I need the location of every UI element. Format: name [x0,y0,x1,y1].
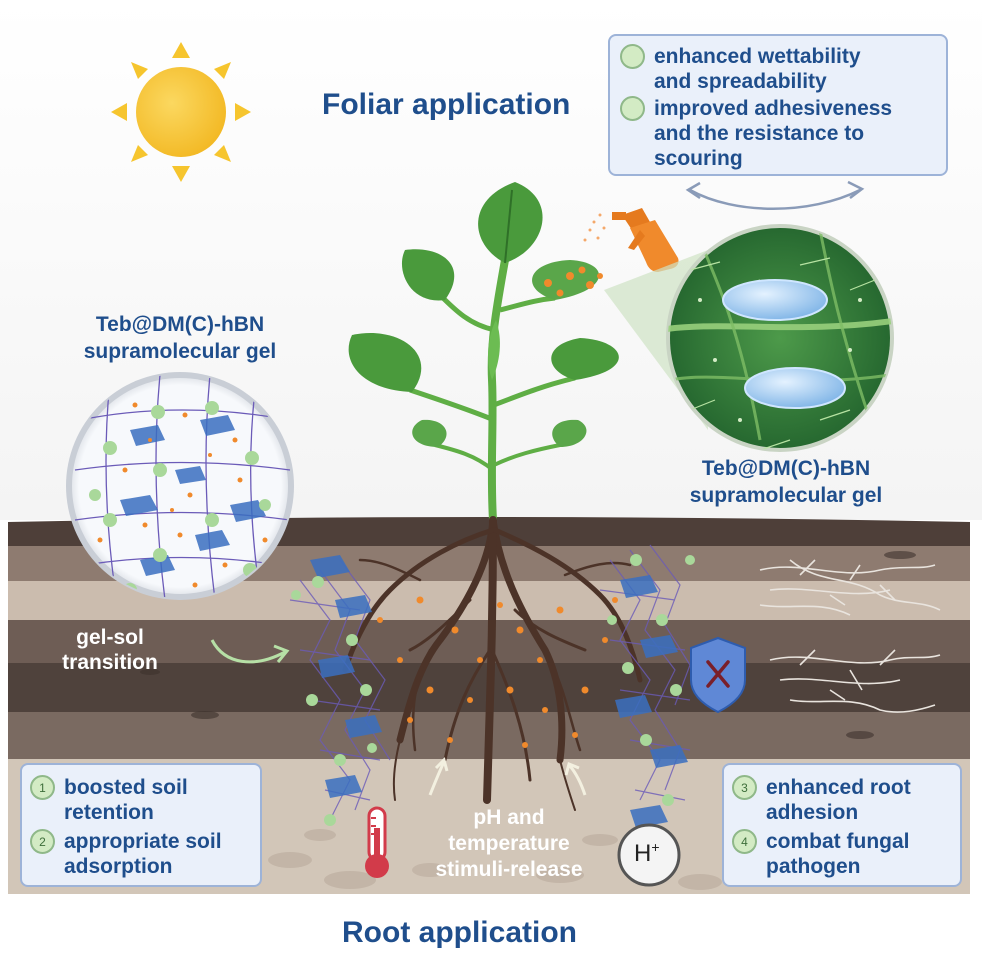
number-badge-4: 4 [732,829,757,854]
foliar-application-title: Foliar application [322,88,571,121]
thermometer-icon [365,806,389,878]
root-benefit-item: 4 combat fungal pathogen [732,829,910,879]
root-benefits-box: 3 enhanced root adhesion 4 combat fungal… [722,763,962,887]
h-ion-label: H+ [634,839,660,868]
spray-bottle-icon [583,208,679,272]
h-ion-symbol: H [634,840,652,867]
plant [348,182,619,524]
foliar-benefit-1-line2: and spreadability [654,70,827,93]
gel-label-right-line1: Teb@DM(C)-hBN [701,457,871,480]
transition-line1: gel-sol [76,626,144,649]
root-application-title: Root application [342,916,577,949]
gel-label-left-line2: supramolecular gel [83,340,277,363]
stimuli-line2: temperature [448,832,570,855]
released-drug-particles [377,596,618,748]
gel-label-right-line2: supramolecular gel [689,484,883,507]
number-badge-2: 2 [30,829,55,854]
gel-sol-transition-label: gel-sol transition [40,625,180,675]
sun-icon [111,42,251,182]
foliar-benefit-2-line1: improved adhesiveness [654,97,893,120]
transition-arrow [210,639,290,664]
bullet-circle [620,44,645,69]
soil-benefit-item: 2 appropriate soil adsorption [30,829,222,879]
foliar-benefit-item: improved adhesiveness and the resistance… [620,96,892,171]
h-ion-icon [617,823,681,887]
soil-benefit-1-line2: retention [64,801,154,824]
gel-label-right: Teb@DM(C)-hBN supramolecular gel [666,455,906,509]
stimuli-line3: stimuli-release [435,858,583,881]
gel-network-left [289,555,391,826]
gel-label-left-line1: Teb@DM(C)-hBN [95,313,265,336]
foliar-benefit-2-line2: and the resistance to [654,122,865,145]
leaf-surface-closeup [666,224,894,452]
number-badge-3: 3 [732,775,757,800]
transition-line2: transition [62,651,158,674]
foliar-benefit-item: enhanced wettability and spreadability [620,44,861,94]
fungal-hyphae [759,559,941,713]
root-benefit-3-line2: adhesion [766,801,859,824]
root-benefit-item: 3 enhanced root adhesion [732,775,911,825]
soil-benefit-2-line2: adsorption [64,855,173,878]
foliar-benefit-2-line3: scouring [654,147,743,170]
root-benefit-3-line1: enhanced root [766,776,911,799]
number-badge-1: 1 [30,775,55,800]
h-ion-charge: + [651,839,660,855]
stimuli-arrows [428,757,587,796]
soil-benefit-1-line1: boosted soil [64,776,188,799]
gel-label-left: Teb@DM(C)-hBN supramolecular gel [60,311,300,365]
bullet-circle [620,96,645,121]
root-benefit-4-line1: combat fungal [766,830,910,853]
stimuli-release-label: pH and temperature stimuli-release [404,805,614,883]
soil-benefit-item: 1 boosted soil retention [30,775,188,825]
close-icon [706,660,730,688]
soil-benefit-2-line1: appropriate soil [64,830,222,853]
foliar-benefits-box: enhanced wettability and spreadability i… [608,34,948,176]
gel-dish-closeup [66,372,294,600]
stimuli-line1: pH and [473,806,545,829]
root-benefit-4-line2: pathogen [766,855,861,878]
double-arrow [685,180,865,210]
gel-network-right [599,544,695,828]
soil-benefits-box: 1 boosted soil retention 2 appropriate s… [20,763,262,887]
foliar-benefit-1-line1: enhanced wettability [654,45,861,68]
roots [342,516,643,811]
